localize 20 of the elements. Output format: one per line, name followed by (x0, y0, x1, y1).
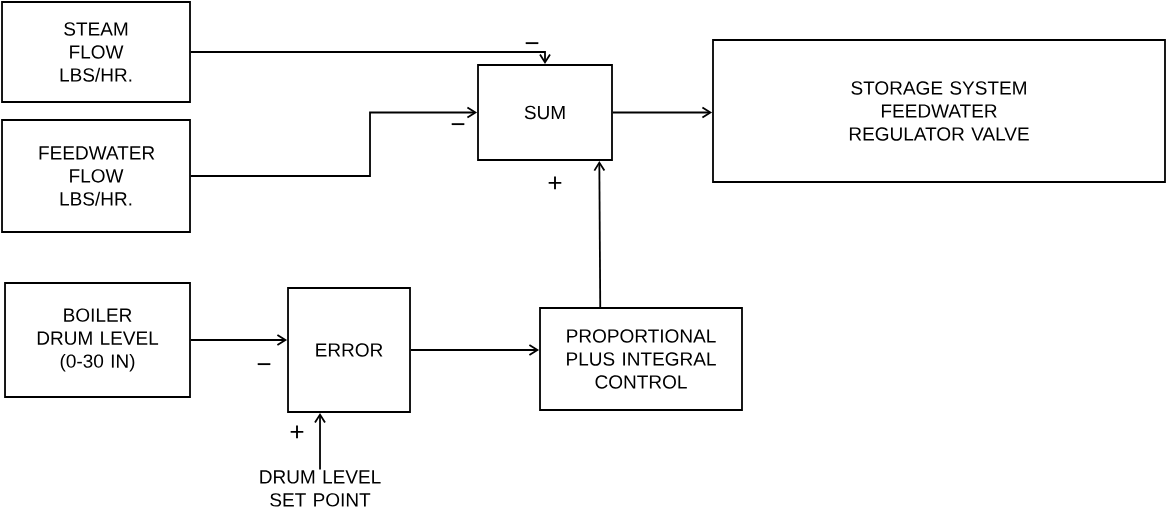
arrow (612, 106, 713, 119)
arrow (190, 51, 551, 65)
input-label: DRUM LEVEL SET POINT (260, 470, 381, 507)
process-box: BOILER DRUM LEVEL (0-30 IN) (4, 282, 191, 398)
process-box: FEEDWATER FLOW LBS/HR. (1, 119, 191, 233)
sign-label: + (548, 176, 562, 190)
sign-label: + (290, 425, 304, 439)
sign-label: − (257, 363, 271, 366)
sign-label: − (451, 123, 465, 126)
process-box: SUM (477, 64, 613, 161)
arrow (314, 412, 326, 471)
arrow (410, 344, 540, 356)
sign-label: − (525, 42, 539, 45)
process-box: STORAGE SYSTEM FEEDWATER REGULATOR VALVE (712, 39, 1166, 183)
process-box: STEAM FLOW LBS/HR. (1, 1, 191, 103)
arrow (190, 106, 478, 177)
process-box: PROPORTIONAL PLUS INTEGRAL CONTROL (539, 307, 743, 411)
arrow (190, 334, 288, 346)
arrow (593, 160, 606, 308)
process-box: ERROR (287, 287, 411, 413)
